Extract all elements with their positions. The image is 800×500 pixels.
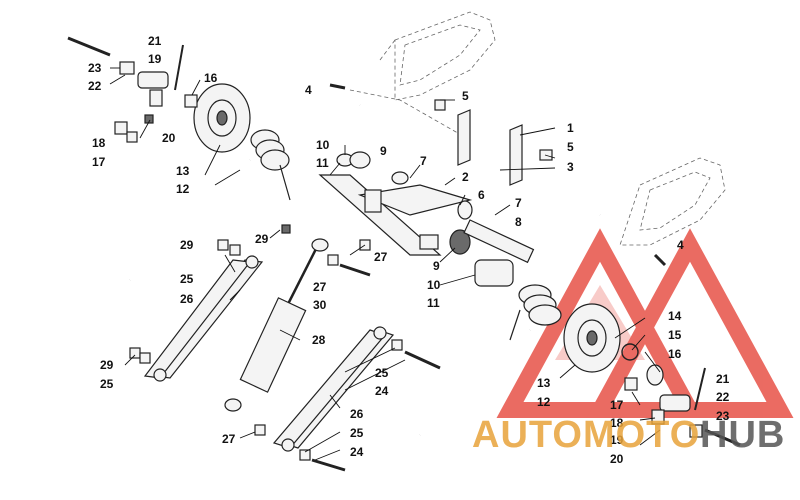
callout-5: 5 <box>567 140 574 154</box>
callout-25: 25 <box>375 366 389 380</box>
callout-11: 11 <box>316 156 329 170</box>
callout-1: 1 <box>567 121 574 135</box>
callout-12: 12 <box>537 395 551 409</box>
callout-16: 16 <box>204 71 218 85</box>
callout-10: 10 <box>316 138 330 152</box>
callout-2: 2 <box>462 170 469 184</box>
callout-21: 21 <box>716 372 730 386</box>
callout-28: 28 <box>312 333 326 347</box>
callout-22: 22 <box>88 79 102 93</box>
callout-25: 25 <box>180 272 194 286</box>
callout-24: 24 <box>350 445 364 459</box>
fasteners-lower <box>129 224 667 472</box>
callout-27: 27 <box>222 432 236 446</box>
callout-29: 29 <box>255 232 269 246</box>
callout-24: 24 <box>375 384 389 398</box>
callout-14: 14 <box>668 309 682 323</box>
callout-18: 18 <box>92 136 106 150</box>
callout-5: 5 <box>462 89 469 103</box>
callout-3: 3 <box>567 160 574 174</box>
callout-25: 25 <box>350 426 364 440</box>
link-arm-right <box>272 326 395 452</box>
spring-right <box>418 284 562 437</box>
callout-29: 29 <box>100 358 114 372</box>
callout-10: 10 <box>427 278 441 292</box>
rear-arm-assembly <box>318 83 601 287</box>
callout-29: 29 <box>180 238 194 252</box>
callout-4: 4 <box>305 83 312 97</box>
callout-13: 13 <box>176 164 190 178</box>
callout-22: 22 <box>716 390 730 404</box>
callout-13: 13 <box>537 376 551 390</box>
callout-19: 19 <box>610 433 624 447</box>
callout-17: 17 <box>610 398 624 412</box>
callout-26: 26 <box>180 292 194 306</box>
idler-wheel-right <box>563 303 621 373</box>
axle-bolt-upper-left <box>67 36 198 143</box>
watermark-text-primary: AUTOMOTO <box>472 414 700 456</box>
callout-9: 9 <box>380 144 387 158</box>
callout-25: 25 <box>100 377 114 391</box>
callout-7: 7 <box>515 196 522 210</box>
watermark-logo <box>496 228 794 418</box>
callout-18: 18 <box>610 416 624 430</box>
shock-absorber <box>224 238 329 412</box>
callout-17: 17 <box>92 155 106 169</box>
upper-rail-frame <box>349 11 496 141</box>
leader-lines <box>109 67 661 461</box>
callout-6: 6 <box>478 188 485 202</box>
callout-27: 27 <box>374 250 388 264</box>
callout-7: 7 <box>420 154 427 168</box>
callout-19: 19 <box>148 52 162 66</box>
axle-bolt-lower-right <box>621 343 741 447</box>
callout-23: 23 <box>88 61 102 75</box>
callout-9: 9 <box>433 259 440 273</box>
callout-4: 4 <box>677 238 684 252</box>
callout-23: 23 <box>716 409 730 423</box>
callout-8: 8 <box>515 215 522 229</box>
link-arm-left <box>143 255 264 382</box>
watermark-text: AUTOMOTO HUB <box>472 414 785 456</box>
callout-20: 20 <box>162 131 176 145</box>
spring-left <box>128 129 291 282</box>
callout-15: 15 <box>668 328 682 342</box>
callout-21: 21 <box>148 34 162 48</box>
callout-11: 11 <box>427 296 440 310</box>
callout-labels: 21 19 23 22 16 18 20 17 13 12 4 5 1 5 3 … <box>88 34 730 466</box>
watermark-text-secondary: HUB <box>700 414 785 456</box>
callout-27: 27 <box>313 280 327 294</box>
callout-16: 16 <box>668 347 682 361</box>
idler-wheel-left <box>193 83 251 153</box>
lower-rail-frame <box>619 157 726 246</box>
callout-30: 30 <box>313 298 327 312</box>
callout-26: 26 <box>350 407 364 421</box>
callout-12: 12 <box>176 182 190 196</box>
callout-20: 20 <box>610 452 624 466</box>
